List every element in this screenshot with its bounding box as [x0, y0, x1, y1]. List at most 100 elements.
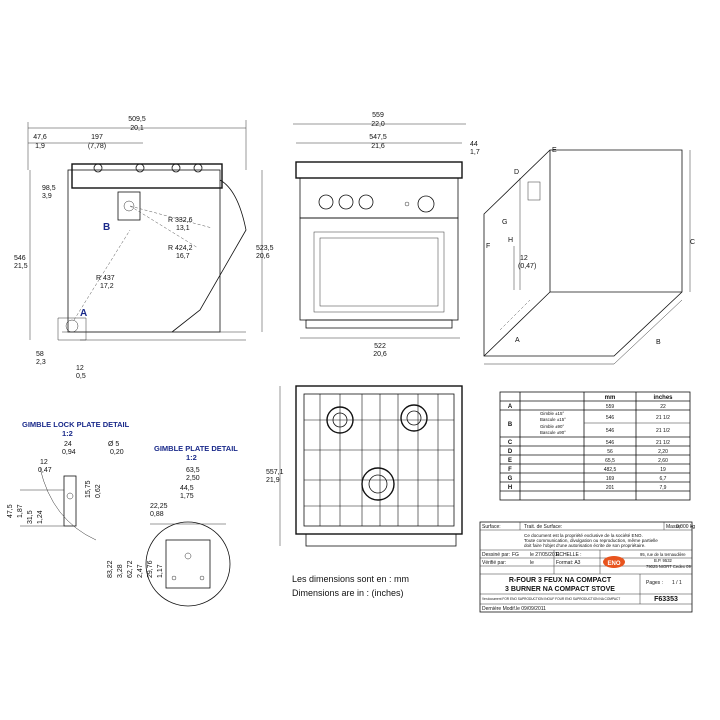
- iso-label-f: F: [486, 243, 490, 250]
- iso-clearance: 12: [520, 255, 528, 262]
- tb-legal-3: doit faire l'objet d'une autorisation éc…: [524, 543, 646, 548]
- tb-drawing-no: F63353: [654, 596, 678, 603]
- iso-label-e: E: [552, 147, 557, 154]
- dim-r1-in: 13,1: [176, 225, 190, 232]
- dim-front-overall-in: 22,0: [371, 121, 385, 128]
- dim-inner: 197: [91, 134, 103, 141]
- row-h-key: H: [508, 485, 512, 491]
- gimble-lock-title: GIMBLE LOCK PLATE DETAIL: [22, 420, 130, 429]
- iso-label-g: G: [502, 219, 507, 226]
- iso-label-h: H: [508, 237, 513, 244]
- dim-front-top-in: 1,7: [470, 149, 480, 156]
- iso-label-d: D: [514, 169, 519, 176]
- dim-front-top: 44: [470, 141, 478, 148]
- label-b: B: [103, 222, 110, 233]
- row-b-in-0: 21 1/2: [656, 415, 670, 421]
- tb-fine-print: Ver.document FOR ENO SAPRODUCTION INOUF …: [482, 597, 620, 601]
- gp-dim-0: 63,5: [186, 467, 200, 474]
- row-b-in-1: 21 1/2: [656, 428, 670, 434]
- dim-front-base-in: 20,6: [373, 351, 387, 358]
- gl-dim-6: 15,75: [85, 480, 92, 498]
- gl-dim-0: 24: [64, 441, 72, 448]
- row-e-in: 2,60: [658, 458, 668, 464]
- gp-dim-5: 0,88: [150, 511, 164, 518]
- gp-dim-1: 2,50: [186, 475, 200, 482]
- note-line-2: Dimensions are in : (inches): [292, 588, 404, 598]
- row-a-in: 22: [660, 404, 666, 410]
- tb-address-3: 79025 NIORT Cedex 09: [646, 564, 691, 569]
- gimble-lock-scale: 1:2: [62, 429, 73, 438]
- tb-legal-2: Toute communication, divulgation ou repr…: [524, 538, 658, 543]
- tb-title-fr: R-FOUR 3 FEUX NA COMPACT: [509, 577, 612, 584]
- dim-r2: R 424,2: [168, 245, 193, 252]
- row-d-mm: 56: [607, 449, 613, 455]
- dim-height-in: 21,5: [14, 263, 28, 270]
- gimble-lock-detail: GIMBLE LOCK PLATE DETAIL 1:2 24 0,94 Ø 5…: [7, 420, 130, 541]
- row-f-key: F: [508, 467, 512, 473]
- dim-r2-in: 16,7: [176, 253, 190, 260]
- tb-drawn-by: FG: [512, 552, 519, 558]
- side-view: 509,5 20,1 47,6 1,9 197 (7,78) A B 98,5 …: [14, 116, 274, 380]
- row-f-mm: 482,5: [604, 467, 617, 473]
- gp-dim-9: 2,47: [137, 564, 144, 578]
- row-e-mm: 65,5: [605, 458, 615, 464]
- tb-last-mod: le 09/09/2011: [516, 606, 546, 612]
- gl-dim-7: 0,62: [95, 484, 102, 498]
- tb-mass-label: Masse:: [666, 524, 682, 530]
- top-view: 557,1 21,9: [266, 385, 463, 547]
- table-header-mm: mm: [605, 395, 616, 401]
- row-b-sub-0: Gimble ±15°: [540, 411, 564, 416]
- gl-dim-10: 31,5: [27, 510, 34, 524]
- dim-offset-left: 47,6: [33, 134, 47, 141]
- gl-dim-9: 1,87: [17, 504, 24, 518]
- dim-inner-in: (7,78): [88, 143, 106, 150]
- gl-dim-3: 0,20: [110, 449, 124, 456]
- gp-dim-11: 1,17: [157, 564, 164, 578]
- row-a-mm: 559: [606, 404, 615, 410]
- units-note: Les dimensions sont en : mm Dimensions a…: [292, 574, 409, 598]
- dim-width-total-in: 20,1: [130, 125, 144, 132]
- tb-legal-1: Ce document est la propriété exclusive d…: [524, 533, 643, 538]
- gp-dim-4: 22,25: [150, 503, 168, 510]
- row-g-mm: 169: [606, 476, 615, 482]
- dim-r1: R 332,6: [168, 217, 193, 224]
- row-c-in: 21 1/2: [656, 440, 670, 446]
- gp-dim-2: 44,5: [180, 485, 194, 492]
- row-d-in: 2,20: [658, 449, 668, 455]
- dim-h-small: 98,5: [42, 185, 56, 192]
- gl-dim-1: 0,94: [62, 449, 76, 456]
- tb-scale-label: ECHELLE :: [556, 552, 582, 558]
- iso-clearance-in: (0,47): [518, 263, 536, 270]
- gp-dim-7: 3,28: [117, 564, 124, 578]
- iso-label-a: A: [515, 337, 520, 344]
- dim-h-small-in: 3,9: [42, 193, 52, 200]
- gimble-plate-title: GIMBLE PLATE DETAIL: [154, 444, 238, 453]
- row-h-mm: 201: [606, 485, 615, 491]
- tb-pages-value: 1 / 1: [672, 580, 682, 586]
- gp-dim-6: 83,22: [107, 560, 114, 578]
- front-view: 559 22,0 547,5 21,6 44 1,7 522 20,6: [293, 112, 480, 358]
- gimble-plate-scale: 1:2: [186, 453, 197, 462]
- row-g-in: 6,7: [660, 476, 667, 482]
- title-block: Surface: Trait. de Surface: Masse: 0,000…: [479, 521, 695, 613]
- dim-front-overall: 559: [372, 112, 384, 119]
- tb-checked-label: Vérifié par:: [482, 560, 506, 566]
- row-f-in: 19: [660, 467, 666, 473]
- dim-r3-in: 17,2: [100, 283, 114, 290]
- row-b-sub-2: Gimble ±90°: [540, 424, 564, 429]
- dim-foot: 12: [76, 365, 84, 372]
- dim-top-depth-in: 21,9: [266, 477, 280, 484]
- dim-front-inner: 547,5: [369, 134, 387, 141]
- gl-dim-8: 47,5: [7, 504, 14, 518]
- dim-offset-left-in: 1,9: [35, 143, 45, 150]
- row-b-key: B: [508, 422, 513, 428]
- tb-title-en: 3 BURNER NA COMPACT STOVE: [505, 586, 615, 593]
- dim-foot-in: 0,5: [76, 373, 86, 380]
- dim-right-h: 523,5: [256, 245, 274, 252]
- row-b-sub-1: Bascule ±15°: [540, 417, 566, 422]
- iso-label-b: B: [656, 339, 661, 346]
- tb-pages-label: Pages :: [646, 580, 663, 586]
- dim-bottom: 58: [36, 351, 44, 358]
- tb-checked-date: le: [530, 560, 534, 566]
- tb-address-2: B.P. 9532: [654, 558, 673, 563]
